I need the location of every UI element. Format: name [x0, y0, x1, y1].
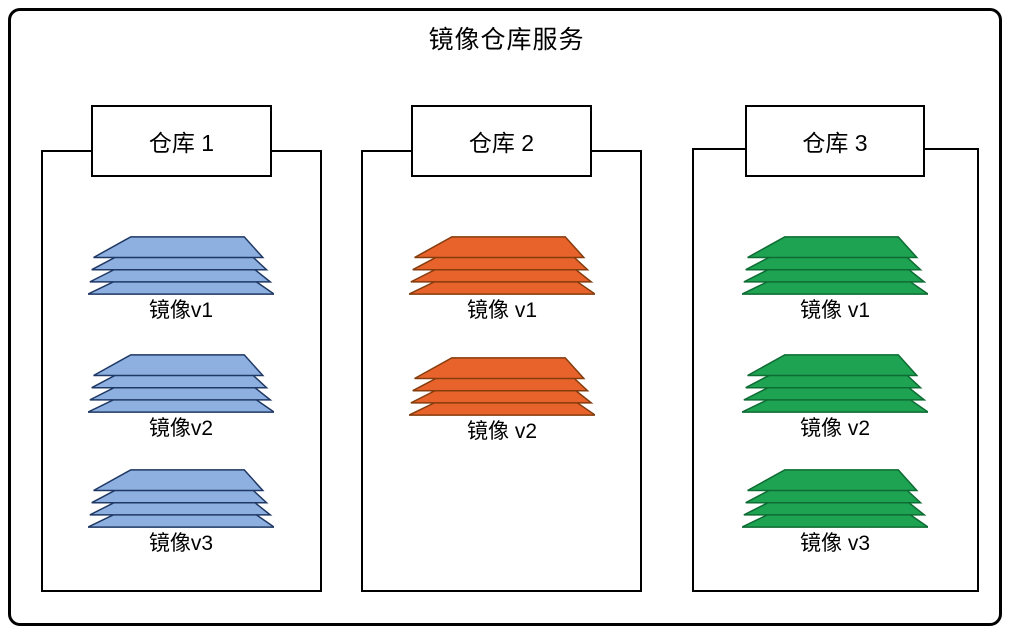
layers-icon — [742, 236, 928, 295]
layers-icon — [409, 357, 595, 416]
image-label: 镜像 v2 — [466, 420, 537, 443]
repo1-label: 仓库 1 — [148, 130, 215, 156]
repo3-image-stack-v1: 镜像 v1 — [742, 235, 928, 323]
repo1-label-box: 仓库 1 — [91, 105, 272, 177]
image-label: 镜像v3 — [148, 532, 214, 555]
image-label: 镜像v1 — [148, 299, 214, 322]
repo3-image-stack-v2: 镜像 v2 — [742, 353, 928, 441]
repo3-label-box: 仓库 3 — [745, 105, 925, 177]
repo1-image-stack-v2: 镜像v2 — [88, 353, 274, 441]
repo3-image-stack-v3: 镜像 v3 — [742, 468, 928, 556]
outer-frame — [8, 8, 1002, 626]
page-title: 镜像仓库服务 — [428, 26, 585, 54]
layers-icon — [742, 469, 928, 528]
layers-icon — [88, 354, 274, 413]
layers-icon — [88, 469, 274, 528]
repo2-image-stack-v1: 镜像 v1 — [409, 235, 595, 323]
image-label: 镜像 v1 — [466, 299, 537, 322]
repo1-image-stack-v3: 镜像v3 — [88, 468, 274, 556]
repo3-label: 仓库 3 — [802, 130, 868, 156]
repo2-label-box: 仓库 2 — [411, 105, 592, 177]
layers-icon — [409, 236, 595, 295]
image-label: 镜像v2 — [148, 417, 214, 440]
repo2-label: 仓库 2 — [468, 130, 535, 156]
image-label: 镜像 v1 — [799, 299, 870, 322]
layers-icon — [742, 354, 928, 413]
layers-icon — [88, 236, 274, 295]
image-label: 镜像 v2 — [799, 417, 870, 440]
image-label: 镜像 v3 — [799, 532, 870, 555]
repo1-image-stack-v1: 镜像v1 — [88, 235, 274, 323]
repo2-image-stack-v2: 镜像 v2 — [409, 356, 595, 444]
